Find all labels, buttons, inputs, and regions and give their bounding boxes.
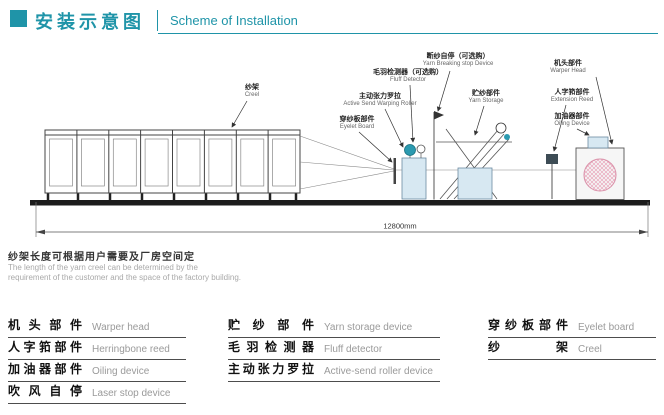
callout-fluff-detector: 毛羽检测器（可选购） Fluff Detector: [373, 69, 443, 84]
term-en: Warper head: [92, 322, 150, 333]
term-zh: 吹风自停: [8, 384, 82, 398]
callout-fluff-detector-zh: 毛羽检测器（可选购）: [373, 69, 443, 76]
callout-active-roller: 主动张力罗拉 Active Send Warping Roller: [343, 93, 416, 108]
glossary-row-laser-stop: 吹风自停 Laser stop device: [8, 382, 186, 404]
callout-active-roller-zh: 主动张力罗拉: [359, 93, 401, 100]
callout-yarn-storage-en: Yarn Storage: [468, 98, 504, 104]
term-zh: 机头部件: [8, 318, 82, 332]
term-en: Active-send roller device: [324, 366, 433, 377]
yarn-storage-drawing: [436, 122, 512, 200]
callout-extension-reed-zh: 人字筘部件: [554, 89, 590, 96]
callout-yarn-breaking-stop-en: Yarn Breaking stop Device: [422, 61, 494, 67]
header-rule: [158, 33, 658, 34]
dimension-label: 12800mm: [383, 222, 416, 231]
term-zh: 穿纱板部件: [488, 318, 568, 332]
callout-oiling-device: 加油器部件 Oiling Device: [554, 113, 589, 128]
callout-fluff-detector-en: Fluff Detector: [390, 77, 426, 83]
note-zh: 纱架长度可根据用户需要及厂房空间定: [8, 252, 195, 263]
header-divider: [157, 10, 158, 31]
callout-oiling-device-en: Oiling Device: [554, 121, 590, 127]
glossary-column-2: 贮纱部件 Yarn storage device 毛羽检测器 Fluff det…: [228, 316, 440, 382]
glossary-row-warper-head: 机头部件 Warper head: [8, 316, 186, 338]
yarn-lines: [299, 135, 578, 190]
term-zh: 纱架: [488, 340, 568, 354]
callout-warper-head: 机头部件 Warper Head: [550, 60, 585, 75]
page-title-zh: 安装示意图: [35, 12, 145, 32]
glossary-row-eyelet-board: 穿纱板部件 Eyelet board: [488, 316, 656, 338]
glossary-row-fluff-detector: 毛羽检测器 Fluff detector: [228, 338, 440, 360]
header-bullet-icon: [10, 10, 27, 27]
callout-yarn-breaking-stop-zh: 断纱自停（可选购）: [426, 53, 490, 60]
callout-eyelet-board-zh: 穿纱板部件: [339, 116, 375, 123]
glossary-row-herringbone-reed: 人字筘部件 Herringbone reed: [8, 338, 186, 360]
glossary-column-1: 机头部件 Warper head 人字筘部件 Herringbone reed …: [8, 316, 186, 404]
callout-creel-en: Creel: [244, 92, 260, 98]
fluff-detector-drawing: [401, 144, 427, 200]
glossary: 机头部件 Warper head 人字筘部件 Herringbone reed …: [8, 316, 656, 408]
callout-yarn-breaking-stop: 断纱自停（可选购） Yarn Breaking stop Device: [423, 53, 494, 68]
callout-oiling-device-zh: 加油器部件: [554, 113, 590, 120]
callout-eyelet-board: 穿纱板部件 Eyelet Board: [340, 116, 375, 131]
callout-yarn-storage: 贮纱部件 Yarn Storage: [469, 90, 504, 105]
note-en-line1: The length of the yarn creel can be dete…: [8, 263, 198, 272]
callout-extension-reed: 人字筘部件 Extension Reed: [551, 89, 593, 104]
note-en-line2: requirement of the customer and the spac…: [8, 273, 242, 282]
leader-lines: [231, 70, 614, 163]
callout-active-roller-en: Active Send Warping Roller: [343, 101, 417, 107]
warper-head-drawing: [575, 136, 625, 200]
creel-drawing: [44, 129, 301, 200]
note-en: The length of the yarn creel can be dete…: [8, 263, 241, 283]
glossary-row-creel: 纱架 Creel: [488, 338, 656, 360]
term-zh: 人字筘部件: [8, 340, 82, 354]
term-en: Herringbone reed: [92, 344, 170, 355]
term-en: Yarn storage device: [324, 322, 413, 333]
page-title-en: Scheme of Installation: [170, 13, 298, 28]
callout-warper-head-zh: 机头部件: [554, 60, 582, 67]
extension-reed-drawing: [546, 154, 558, 199]
term-zh: 毛羽检测器: [228, 340, 314, 354]
callout-creel-zh: 纱架: [245, 84, 259, 91]
glossary-row-oiling-device: 加油器部件 Oiling device: [8, 360, 186, 382]
term-en: Fluff detector: [324, 344, 383, 355]
callout-yarn-storage-zh: 贮纱部件: [471, 90, 500, 97]
machine-bed: [30, 200, 650, 206]
term-zh: 主动张力罗拉: [228, 362, 314, 376]
diagram-drawing: 12800mm: [30, 70, 650, 237]
glossary-row-active-roller: 主动张力罗拉 Active-send roller device: [228, 360, 440, 382]
glossary-column-3: 穿纱板部件 Eyelet board 纱架 Creel: [488, 316, 656, 360]
stop-mast-drawing: [433, 111, 444, 200]
term-en: Oiling device: [92, 366, 150, 377]
callout-extension-reed-en: Extension Reed: [550, 97, 594, 103]
term-en: Eyelet board: [578, 322, 635, 333]
callout-creel: 纱架 Creel: [245, 84, 259, 99]
glossary-row-yarn-storage: 贮纱部件 Yarn storage device: [228, 316, 440, 338]
callout-eyelet-board-en: Eyelet Board: [339, 124, 375, 130]
eyelet-board-drawing: [393, 158, 396, 184]
term-en: Laser stop device: [92, 388, 171, 399]
term-en: Creel: [578, 344, 602, 355]
term-zh: 贮纱部件: [228, 318, 314, 332]
term-zh: 加油器部件: [8, 362, 82, 376]
installation-diagram: 12800mm 纱架 Creel 穿纱板部件 Eyelet Board: [0, 50, 664, 245]
callout-warper-head-en: Warper Head: [550, 68, 586, 74]
dimension-drawing: 12800mm: [35, 202, 649, 237]
